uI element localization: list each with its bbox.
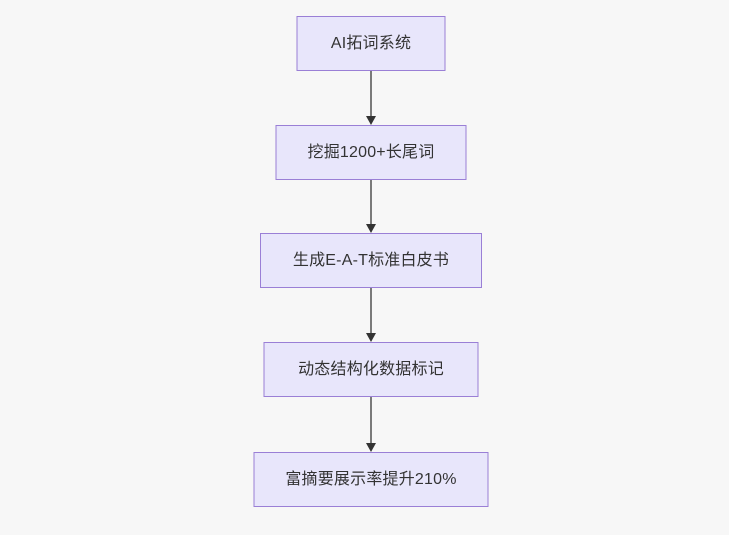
flow-edge-line [370, 397, 372, 443]
flow-node[interactable]: 挖掘1200+长尾词 [275, 125, 467, 180]
arrow-down-icon [366, 443, 376, 452]
flow-node-label: 富摘要展示率提升210% [285, 470, 457, 488]
flow-node[interactable]: 动态结构化数据标记 [263, 342, 479, 397]
flow-edge-line [370, 71, 372, 116]
flow-node-label: 挖掘1200+长尾词 [307, 143, 435, 161]
arrow-down-icon [366, 116, 376, 125]
flow-node-label: 动态结构化数据标记 [298, 360, 444, 378]
flow-node[interactable]: 生成E-A-T标准白皮书 [260, 233, 482, 288]
flow-edge [364, 180, 378, 233]
flow-edge [364, 288, 378, 342]
arrow-down-icon [366, 333, 376, 342]
flow-node[interactable]: AI拓词系统 [296, 16, 446, 71]
flow-node-label: 生成E-A-T标准白皮书 [292, 251, 450, 269]
flow-edge [364, 71, 378, 125]
flow-edge-line [370, 180, 372, 224]
flow-node-label: AI拓词系统 [330, 34, 412, 52]
flow-edge-line [370, 288, 372, 333]
flow-edge [364, 397, 378, 452]
arrow-down-icon [366, 224, 376, 233]
flow-node[interactable]: 富摘要展示率提升210% [253, 452, 489, 507]
